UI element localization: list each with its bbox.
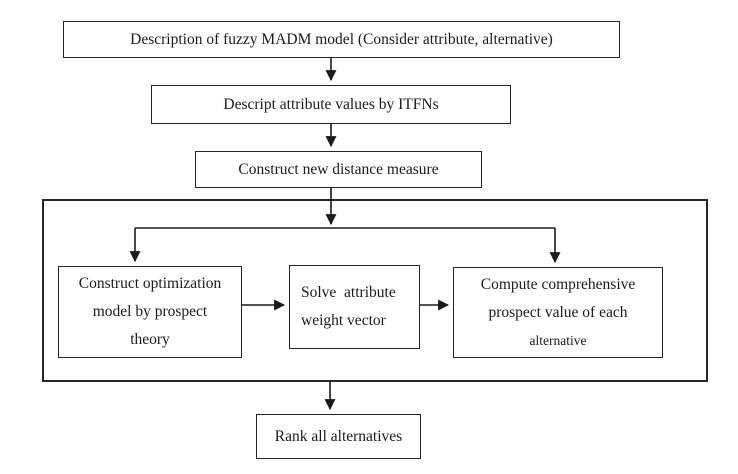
node-construct-optimization-model: Construct optimization model by prospect… [58,266,242,358]
process-group-box [42,199,708,382]
node-rank-alternatives: Rank all alternatives [256,414,421,459]
node-descript-attribute-itfns: Descript attribute values by ITFNs [151,85,511,124]
node-label-line: model by prospect [92,303,208,320]
node-label-line: Solve attribute [301,284,396,301]
node-label-line: theory [130,331,170,348]
node-label: Rank all alternatives [274,427,403,445]
node-compute-prospect-value: Compute comprehensive prospect value of … [453,267,663,358]
node-description-fuzzy-madm: Description of fuzzy MADM model (Conside… [63,21,620,58]
node-label: Descript attribute values by ITFNs [223,95,439,113]
node-solve-attribute-weight: Solve attribute weight vector [289,265,420,349]
node-label-line: Compute comprehensive [480,275,636,293]
node-construct-distance-measure: Construct new distance measure [195,151,482,188]
node-label: Description of fuzzy MADM model (Conside… [130,30,553,48]
node-label-line: weight vector [301,312,386,329]
node-label: Construct new distance measure [238,160,439,178]
node-label-line: Construct optimization [78,275,222,292]
node-label-line: alternative [529,332,587,348]
node-label-line: prospect value of each [488,303,628,321]
